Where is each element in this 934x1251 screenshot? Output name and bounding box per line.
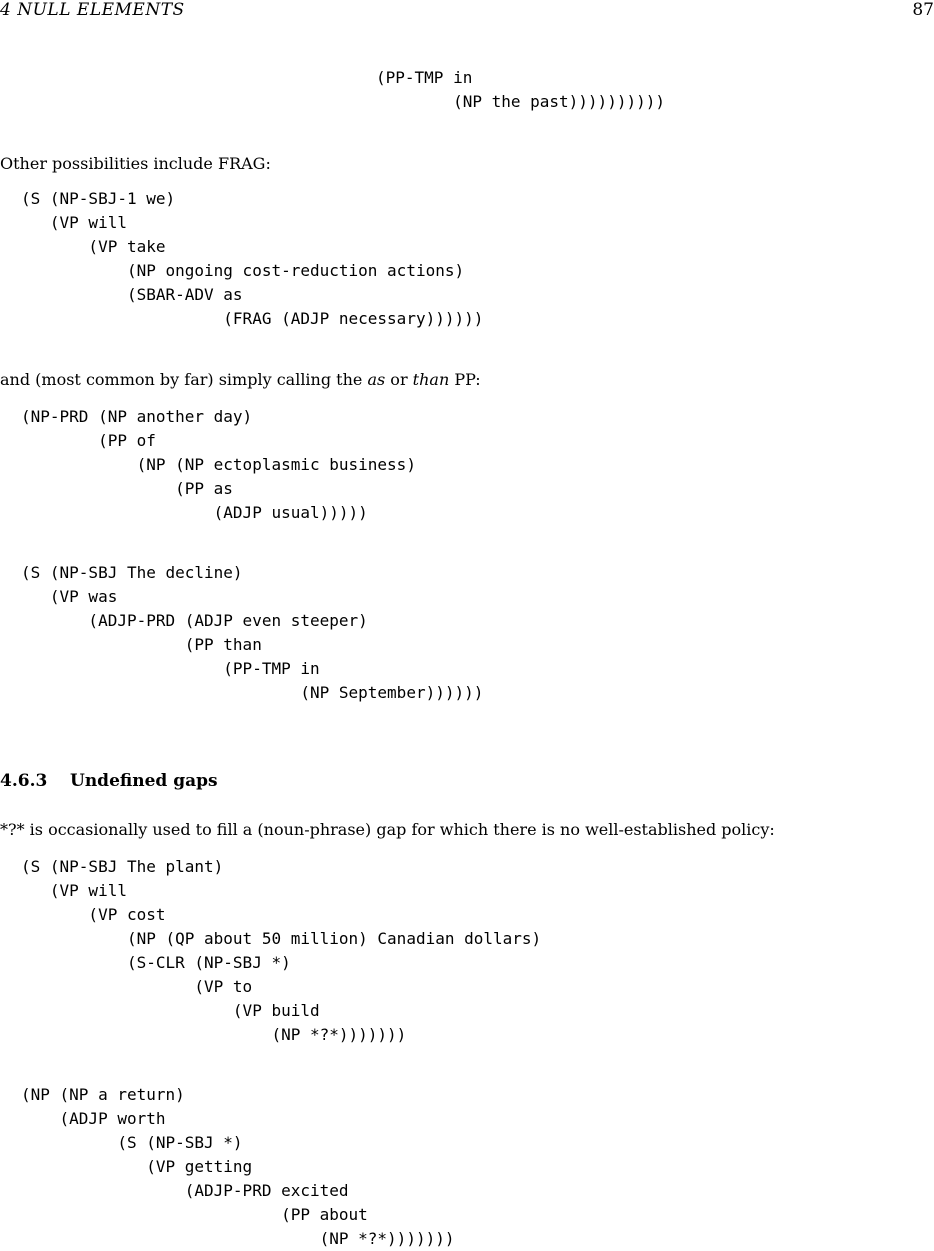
code-line: (VP will xyxy=(21,213,127,232)
paragraph-pp: and (most common by far) simply calling … xyxy=(0,370,481,390)
running-head: 4 NULL ELEMENTS xyxy=(0,0,185,20)
code-block-than: (S (NP-SBJ The decline) (VP was (ADJP-PR… xyxy=(21,561,483,705)
code-block-plant: (S (NP-SBJ The plant) (VP will (VP cost … xyxy=(21,855,541,1047)
code-line: (VP take xyxy=(21,237,166,256)
code-line: (PP than xyxy=(21,635,262,654)
section-title: Undefined gaps xyxy=(70,771,218,791)
code-line: (ADJP-PRD (ADJP even steeper) xyxy=(21,611,368,630)
code-line: (SBAR-ADV as xyxy=(21,285,243,304)
code-block-past: (PP-TMP in (NP the past)))))))))) xyxy=(376,66,665,114)
page-number: 87 xyxy=(912,0,934,20)
paragraph-frag: Other possibilities include FRAG: xyxy=(0,154,271,173)
code-line: (S (NP-SBJ The plant) xyxy=(21,857,224,876)
code-block-as: (NP-PRD (NP another day) (PP of (NP (NP … xyxy=(21,405,416,525)
section-number: 4.6.3 xyxy=(0,771,48,791)
code-line: (PP-TMP in xyxy=(21,659,320,678)
code-line: (NP (NP a return) xyxy=(21,1085,185,1104)
code-line: (NP *?*))))))) xyxy=(21,1229,455,1248)
code-line: (VP cost xyxy=(21,905,166,924)
code-line: (S (NP-SBJ-1 we) xyxy=(21,189,176,208)
term-as: as xyxy=(367,370,386,389)
code-line: (ADJP usual))))) xyxy=(21,503,368,522)
code-line: (S-CLR (NP-SBJ *) xyxy=(21,953,291,972)
code-line: (VP build xyxy=(21,1001,320,1020)
code-line: (VP to xyxy=(21,977,253,996)
code-line: (ADJP-PRD excited xyxy=(21,1181,349,1200)
code-line: (S (NP-SBJ The decline) xyxy=(21,563,243,582)
paragraph-pp-text-3: PP: xyxy=(449,370,481,389)
code-line: (NP (QP about 50 million) Canadian dolla… xyxy=(21,929,542,948)
code-line: (PP of xyxy=(21,431,156,450)
code-line: (ADJP worth xyxy=(21,1109,166,1128)
term-than: than xyxy=(412,370,450,389)
code-line: (PP as xyxy=(21,479,233,498)
code-block-frag: (S (NP-SBJ-1 we) (VP will (VP take (NP o… xyxy=(21,187,483,331)
code-line: (VP getting xyxy=(21,1157,253,1176)
code-block-return: (NP (NP a return) (ADJP worth (S (NP-SBJ… xyxy=(21,1083,454,1251)
code-line: (S (NP-SBJ *) xyxy=(21,1133,243,1152)
code-line: (NP ongoing cost-reduction actions) xyxy=(21,261,465,280)
paragraph-pp-text-2: or xyxy=(385,370,413,389)
code-line: (NP the past)))))))))) xyxy=(376,92,665,111)
code-line: (PP about xyxy=(21,1205,368,1224)
code-line: (VP was xyxy=(21,587,118,606)
code-line: (NP-PRD (NP another day) xyxy=(21,407,253,426)
paragraph-gaps: *?* is occasionally used to fill a (noun… xyxy=(0,820,775,839)
section-heading: 4.6.3 Undefined gaps xyxy=(0,770,218,792)
code-line: (NP (NP ectoplasmic business) xyxy=(21,455,416,474)
code-line: (FRAG (ADJP necessary)))))) xyxy=(21,309,484,328)
code-line: (VP will xyxy=(21,881,127,900)
code-line: (PP-TMP in xyxy=(376,68,473,87)
code-line: (NP September)))))) xyxy=(21,683,484,702)
code-line: (NP *?*))))))) xyxy=(21,1025,407,1044)
paragraph-pp-text-1: and (most common by far) simply calling … xyxy=(0,370,368,389)
